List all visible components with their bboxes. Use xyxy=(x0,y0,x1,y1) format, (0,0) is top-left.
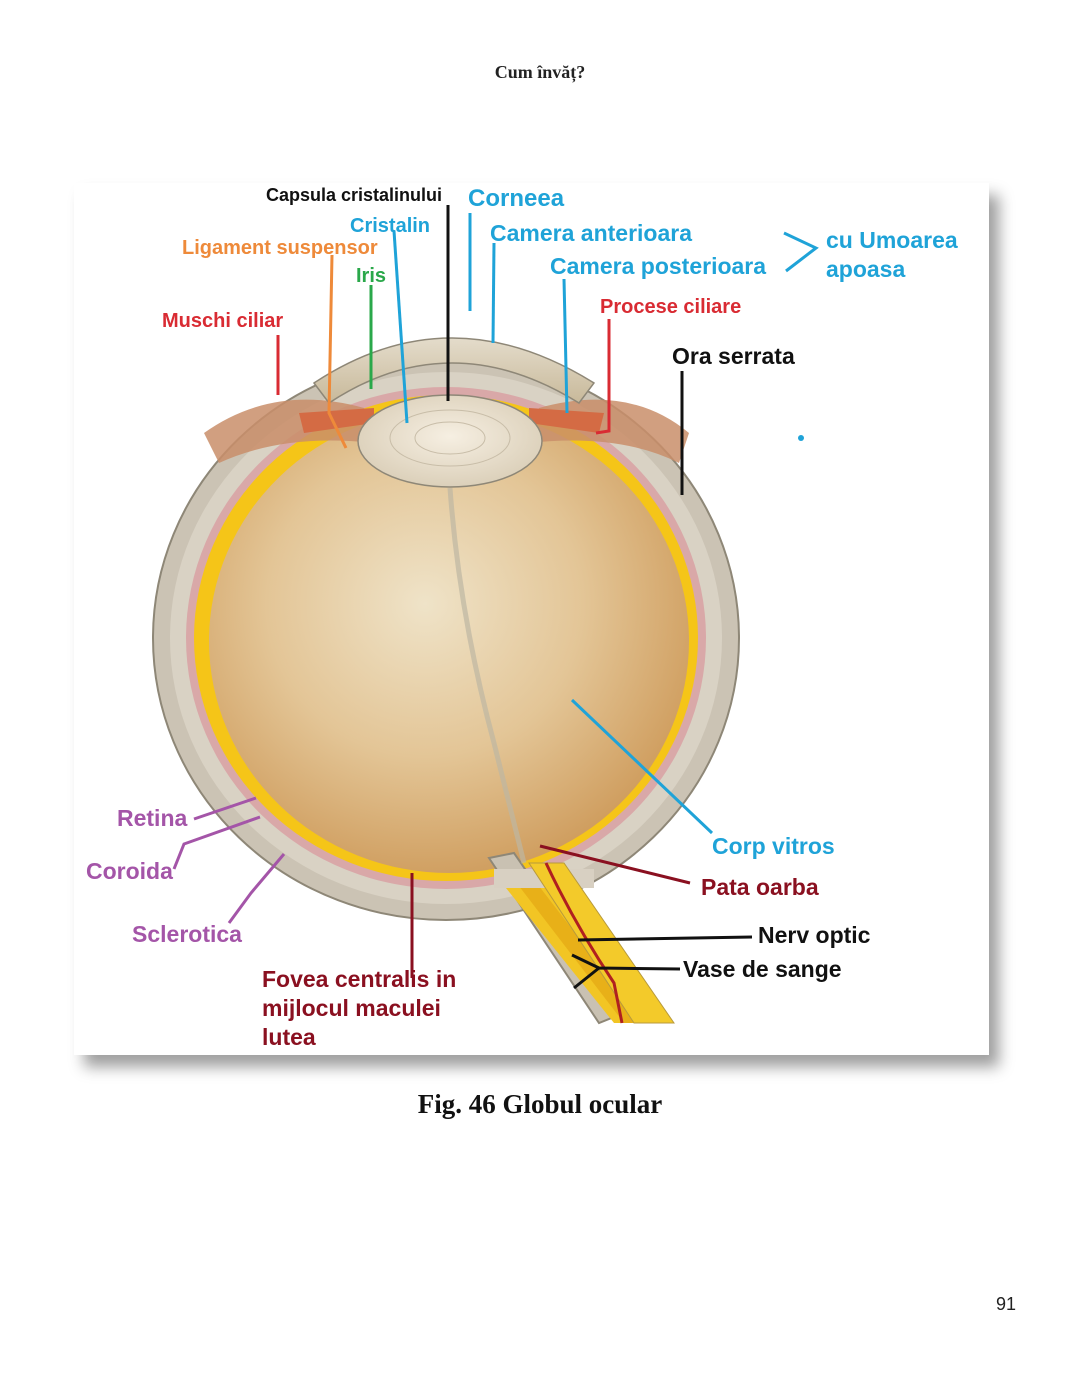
label-fovea-line1: Fovea centralis in xyxy=(262,966,457,992)
label-ligament-suspensor: Ligament suspensor xyxy=(182,237,378,259)
label-cristalin: Cristalin xyxy=(350,215,431,237)
label-fovea-line3: lutea xyxy=(262,1024,316,1050)
label-nerv-optic: Nerv optic xyxy=(758,922,871,948)
eye-anatomy-figure: Capsula cristalinului Corneea Cristalin … xyxy=(74,183,989,1055)
label-fovea-line2: mijlocul maculei xyxy=(262,995,441,1021)
label-sclerotica: Sclerotica xyxy=(132,921,242,947)
label-muschi-ciliar: Muschi ciliar xyxy=(162,310,284,332)
label-ora-serrata: Ora serrata xyxy=(672,343,795,369)
label-procese-ciliare: Procese ciliare xyxy=(600,296,742,318)
page-number: 91 xyxy=(995,1294,1016,1314)
label-apoasa: apoasa xyxy=(826,256,906,282)
label-camera-anterioara: Camera anterioara xyxy=(490,220,692,246)
label-retina: Retina xyxy=(117,805,188,831)
label-vase-de-sange: Vase de sange xyxy=(683,956,842,982)
label-coroida: Coroida xyxy=(86,858,173,884)
label-iris: Iris xyxy=(356,265,387,287)
label-corp-vitros: Corp vitros xyxy=(712,833,835,859)
label-pata-oarba: Pata oarba xyxy=(701,874,819,900)
eyeball-illustration xyxy=(152,205,819,1025)
label-cu-umoarea: cu Umoarea xyxy=(826,227,958,253)
label-capsula-cristalinului: Capsula cristalinului xyxy=(266,185,443,205)
figure-caption: Fig. 46 Globul ocular xyxy=(417,1089,663,1119)
running-header: Cum învăț? xyxy=(494,62,586,82)
label-camera-posterioara: Camera posterioara xyxy=(550,253,767,279)
label-corneea: Corneea xyxy=(468,185,565,212)
